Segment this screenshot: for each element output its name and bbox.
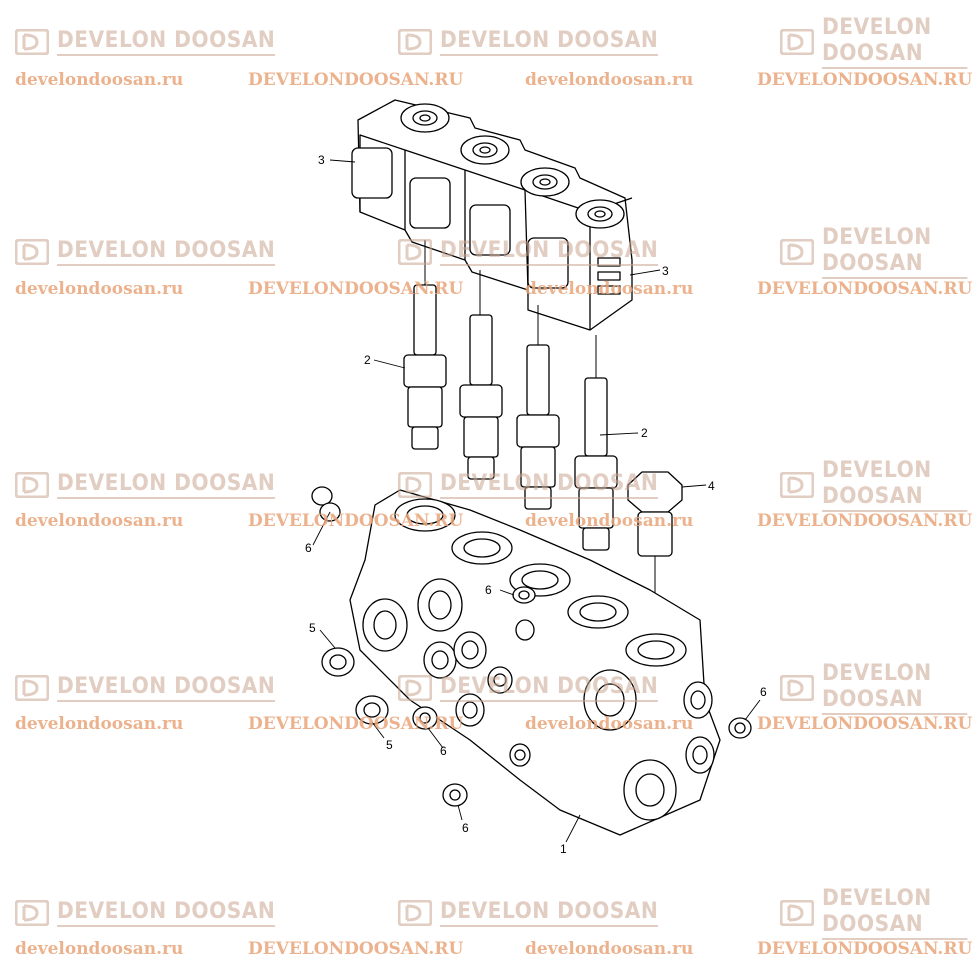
watermark-url: DEVELONDOOSAN.RU (757, 70, 973, 90)
callout-3: 3 (318, 153, 325, 167)
watermark-logo: DEVELON DOOSAN (779, 886, 980, 940)
watermark-url: develondoosan.ru (525, 70, 694, 90)
watermark-logo-text: DEVELON DOOSAN (440, 471, 659, 499)
develon-logo-icon (14, 238, 50, 266)
watermark-logo-text: DEVELON DOOSAN (57, 471, 276, 499)
callout-6: 6 (440, 744, 447, 758)
watermark-url: DEVELONDOOSAN.RU (248, 279, 464, 299)
watermark-logo: DEVELON DOOSAN (779, 661, 980, 715)
watermark-url: DEVELONDOOSAN.RU (248, 70, 464, 90)
develon-logo-icon (14, 28, 50, 56)
callout-5: 5 (386, 738, 393, 752)
develon-logo-icon (397, 899, 433, 927)
watermark-logo: DEVELON DOOSAN (397, 27, 677, 57)
watermark-logo: DEVELON DOOSAN (779, 458, 980, 512)
callout-6: 6 (760, 685, 767, 699)
watermark-url: develondoosan.ru (525, 714, 694, 734)
develon-logo-icon (397, 238, 433, 266)
watermark-logo-text: DEVELON DOOSAN (822, 886, 968, 940)
watermark-url: develondoosan.ru (525, 511, 694, 531)
watermark-url: develondoosan.ru (15, 939, 184, 959)
watermark-logo: DEVELON DOOSAN (14, 470, 294, 500)
watermark-url: DEVELONDOOSAN.RU (757, 714, 973, 734)
watermark-url: DEVELONDOOSAN.RU (757, 939, 973, 959)
watermark-logo-text: DEVELON DOOSAN (440, 674, 659, 702)
watermark-logo: DEVELON DOOSAN (397, 898, 677, 928)
port-plugs (311, 486, 752, 807)
develon-logo-icon (14, 899, 50, 927)
watermark-url: develondoosan.ru (15, 279, 184, 299)
watermark-url: develondoosan.ru (525, 939, 694, 959)
develon-logo-icon (779, 471, 815, 499)
develon-logo-icon (779, 674, 815, 702)
watermark-logo: DEVELON DOOSAN (14, 27, 294, 57)
callout-6: 6 (485, 583, 492, 597)
callout-2: 2 (641, 426, 648, 440)
valve-body (349, 489, 721, 836)
develon-logo-icon (397, 674, 433, 702)
watermark-url: develondoosan.ru (15, 714, 184, 734)
watermark-logo-text: DEVELON DOOSAN (440, 238, 659, 266)
callout-2: 2 (364, 353, 371, 367)
watermark-url: DEVELONDOOSAN.RU (248, 511, 464, 531)
callout-1: 1 (560, 842, 567, 856)
watermark-logo: DEVELON DOOSAN (397, 237, 677, 267)
watermark-logo: DEVELON DOOSAN (14, 898, 294, 928)
watermark-url: DEVELONDOOSAN.RU (757, 511, 973, 531)
watermark-logo-text: DEVELON DOOSAN (822, 15, 968, 69)
solenoid-coil-block (351, 99, 633, 331)
callout-6: 6 (462, 821, 469, 835)
callout-4: 4 (708, 479, 715, 493)
develon-logo-icon (397, 28, 433, 56)
cartridge-valves (403, 240, 618, 551)
watermark-logo: DEVELON DOOSAN (14, 673, 294, 703)
leader-lines (312, 159, 761, 843)
watermark-logo: DEVELON DOOSAN (397, 470, 677, 500)
watermark-logo-text: DEVELON DOOSAN (822, 661, 968, 715)
develon-logo-icon (779, 238, 815, 266)
watermark-logo: DEVELON DOOSAN (779, 15, 980, 69)
watermark-url: develondoosan.ru (525, 279, 694, 299)
develon-logo-icon (14, 674, 50, 702)
watermark-url: develondoosan.ru (15, 70, 184, 90)
watermark-logo-text: DEVELON DOOSAN (57, 899, 276, 927)
watermark-logo-text: DEVELON DOOSAN (57, 28, 276, 56)
watermark-url: DEVELONDOOSAN.RU (757, 279, 973, 299)
watermark-url: DEVELONDOOSAN.RU (248, 714, 464, 734)
callout-3: 3 (662, 264, 669, 278)
watermark-logo-text: DEVELON DOOSAN (440, 28, 659, 56)
develon-logo-icon (397, 471, 433, 499)
develon-logo-icon (779, 899, 815, 927)
watermark-logo-text: DEVELON DOOSAN (822, 458, 968, 512)
develon-logo-icon (14, 471, 50, 499)
watermark-url: develondoosan.ru (15, 511, 184, 531)
watermark-logo: DEVELON DOOSAN (397, 673, 677, 703)
watermark-logo-text: DEVELON DOOSAN (57, 674, 276, 702)
develon-logo-icon (779, 28, 815, 56)
watermark-logo-text: DEVELON DOOSAN (57, 238, 276, 266)
watermark-logo: DEVELON DOOSAN (779, 225, 980, 279)
watermark-url: DEVELONDOOSAN.RU (248, 939, 464, 959)
callout-6: 6 (305, 541, 312, 555)
watermark-logo-text: DEVELON DOOSAN (822, 225, 968, 279)
hex-plug (627, 471, 683, 640)
callout-5: 5 (309, 621, 316, 635)
watermark-logo: DEVELON DOOSAN (14, 237, 294, 267)
watermark-logo-text: DEVELON DOOSAN (440, 899, 659, 927)
